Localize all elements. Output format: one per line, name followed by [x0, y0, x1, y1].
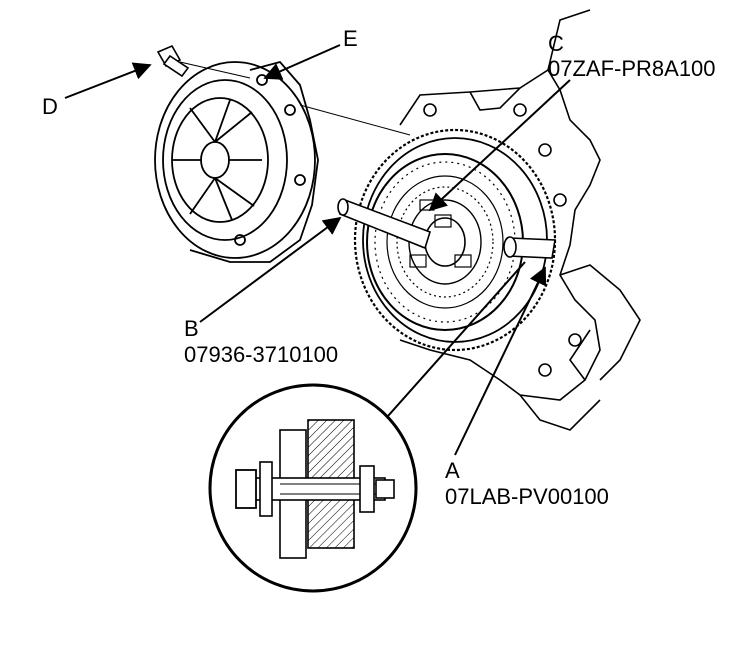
callout-b-letter: B — [184, 316, 199, 341]
callout-e-letter: E — [343, 26, 358, 51]
callout-a-letter: A — [445, 458, 460, 483]
detail-bolt-head — [235, 469, 257, 509]
callout-a-part-number: 07LAB-PV00100 — [445, 484, 609, 509]
leader-lines — [64, 44, 571, 456]
bolt-d — [156, 44, 190, 78]
callout-c-letter: C — [548, 31, 564, 56]
leader-line-e — [263, 44, 341, 80]
leader-line-b — [199, 216, 342, 323]
leader-line-c — [428, 79, 571, 212]
callout-c-part-number: 07ZAF-PR8A100 — [548, 56, 716, 81]
callout-d-letter: D — [42, 94, 58, 119]
callout-b-part-number: 07936-3710100 — [184, 342, 339, 367]
detail-connector — [379, 261, 526, 426]
tool-a — [503, 236, 556, 259]
leader-line-a — [454, 266, 547, 456]
alignment-guides — [179, 61, 411, 136]
detail-washer-right — [359, 465, 375, 513]
detail-washer-left — [259, 461, 273, 517]
detail-view — [208, 383, 418, 593]
tool-b-shaft — [337, 198, 431, 250]
pressure-plate — [154, 60, 319, 263]
detail-nut — [375, 479, 395, 499]
engine-block — [399, 9, 641, 431]
leader-line-d — [64, 62, 152, 99]
clutch-disc — [366, 153, 524, 331]
